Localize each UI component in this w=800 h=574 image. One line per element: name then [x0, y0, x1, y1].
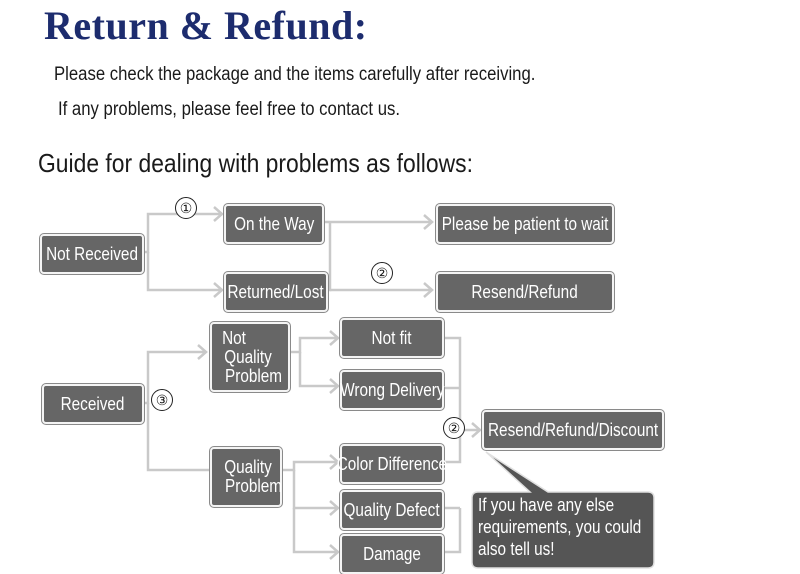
quality-problem-box: Quality Problem [210, 447, 282, 507]
page-title: Return & Refund: [44, 3, 368, 48]
marker-two-top: ② [371, 262, 393, 284]
guide-heading: Guide for dealing with problems as follo… [38, 148, 473, 178]
received-box: Received [42, 384, 144, 424]
color-difference-box: Color Difference [337, 444, 447, 484]
returned-lost-box: Returned/Lost [224, 272, 328, 312]
patient-wait-box: Please be patient to wait [436, 204, 614, 244]
resend-refund-discount-box: Resend/Refund/Discount [482, 410, 664, 450]
marker-two-bottom: ② [443, 417, 465, 439]
on-the-way-box: On the Way [224, 204, 324, 244]
bubble-text: If you have any else requirements, you c… [478, 495, 642, 559]
marker-three: ③ [151, 389, 173, 411]
resend-refund-box: Resend/Refund [436, 272, 614, 312]
quality-defect-box: Quality Defect [340, 490, 444, 530]
intro-line-2: If any problems, please feel free to con… [58, 99, 401, 120]
damage-box: Damage [340, 534, 444, 574]
wrong-delivery-box: Wrong Delivery [340, 370, 444, 410]
not-received-box: Not Received [40, 234, 144, 274]
intro-line-1: Please check the package and the items c… [54, 64, 536, 85]
speech-bubble [471, 451, 655, 569]
not-fit-box: Not fit [340, 318, 444, 358]
marker-one: ① [175, 197, 197, 219]
not-quality-problem-box: Not Quality Problem [210, 322, 290, 392]
